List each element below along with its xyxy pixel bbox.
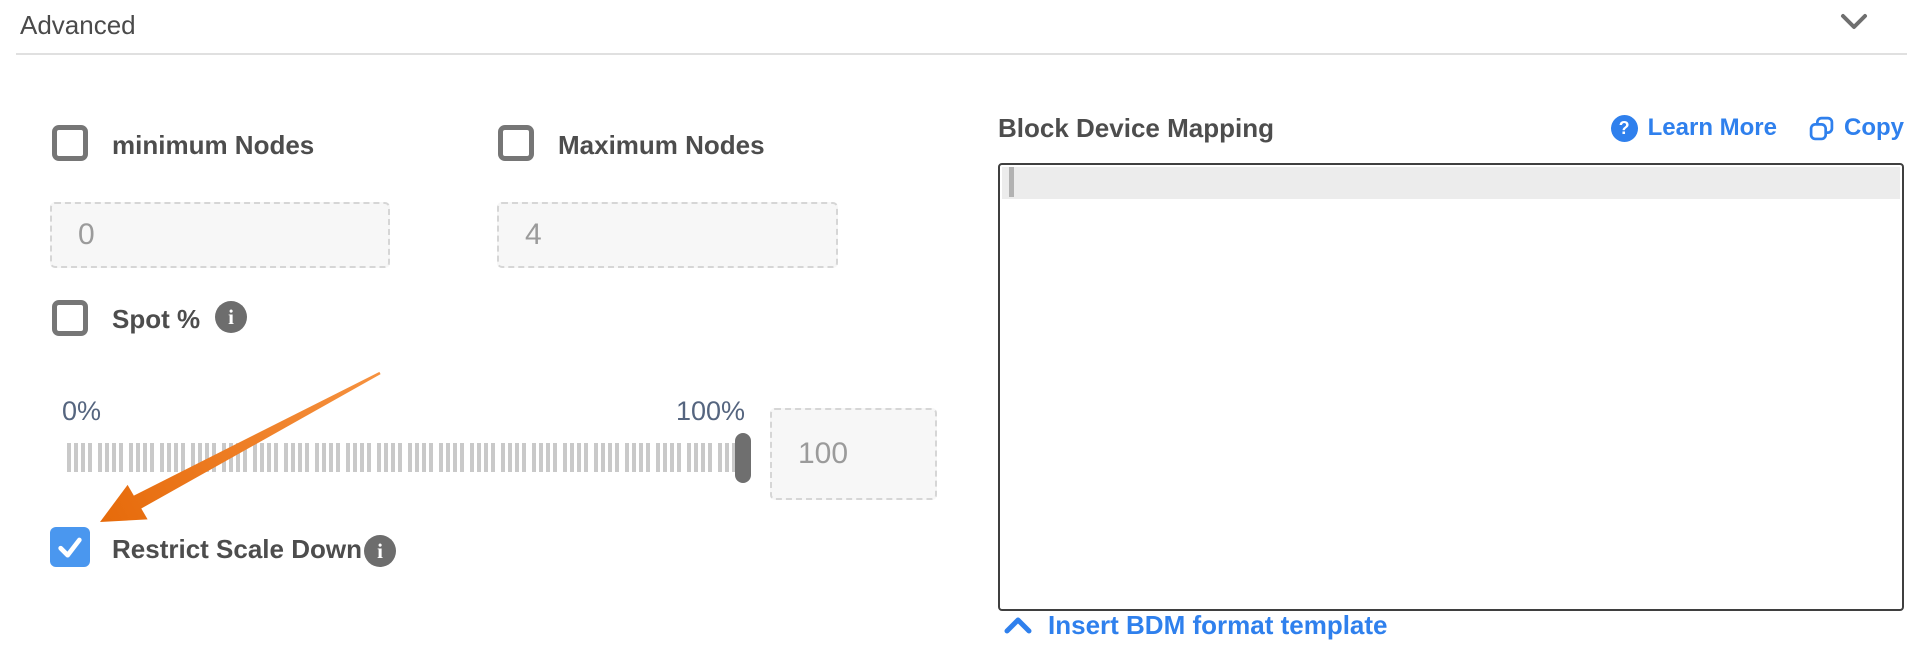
chevron-up-icon	[1004, 617, 1032, 633]
editor-text-cursor	[1009, 167, 1014, 197]
copy-button[interactable]: Copy	[1809, 114, 1904, 142]
minimum-nodes-checkbox[interactable]	[52, 125, 88, 161]
learn-more-link[interactable]: ? Learn More	[1610, 114, 1777, 142]
checkmark-icon	[58, 537, 82, 558]
maximum-nodes-label: Maximum Nodes	[558, 130, 765, 160]
slider-handle[interactable]	[735, 433, 751, 483]
spot-info-icon[interactable]: i	[215, 301, 247, 333]
bdm-title: Block Device Mapping	[998, 112, 1274, 143]
insert-bdm-template-link[interactable]: Insert BDM format template	[1004, 610, 1388, 641]
restrict-scale-down-checkbox[interactable]	[50, 527, 90, 567]
spot-percent-slider-track[interactable]	[67, 443, 751, 472]
spot-percent-checkbox[interactable]	[52, 300, 88, 336]
bdm-links: ? Learn More Copy	[1610, 114, 1904, 142]
maximum-nodes-input[interactable]	[497, 202, 838, 268]
spot-percent-value-input[interactable]	[770, 408, 937, 500]
spot-percent-label: Spot %	[112, 304, 201, 334]
slider-max-label: 100%	[676, 396, 746, 426]
chevron-down-icon[interactable]	[1840, 12, 1868, 32]
minimum-nodes-input[interactable]	[50, 202, 390, 268]
section-title: Advanced	[20, 10, 136, 40]
slider-min-label: 0%	[62, 396, 102, 426]
editor-active-line	[1002, 167, 1900, 199]
section-divider	[16, 53, 1907, 55]
restrict-scale-down-label: Restrict Scale Down	[112, 534, 362, 564]
bdm-editor[interactable]	[998, 163, 1904, 611]
bdm-header: Block Device Mapping ? Learn More Copy	[998, 108, 1904, 148]
maximum-nodes-checkbox[interactable]	[498, 125, 534, 161]
copy-label: Copy	[1844, 114, 1904, 141]
insert-bdm-template-label: Insert BDM format template	[1048, 610, 1388, 640]
copy-icon	[1809, 116, 1834, 140]
minimum-nodes-label: minimum Nodes	[112, 130, 315, 160]
question-mark-icon: ?	[1610, 114, 1638, 142]
restrict-info-icon[interactable]: i	[364, 535, 396, 567]
learn-more-label: Learn More	[1647, 114, 1777, 141]
